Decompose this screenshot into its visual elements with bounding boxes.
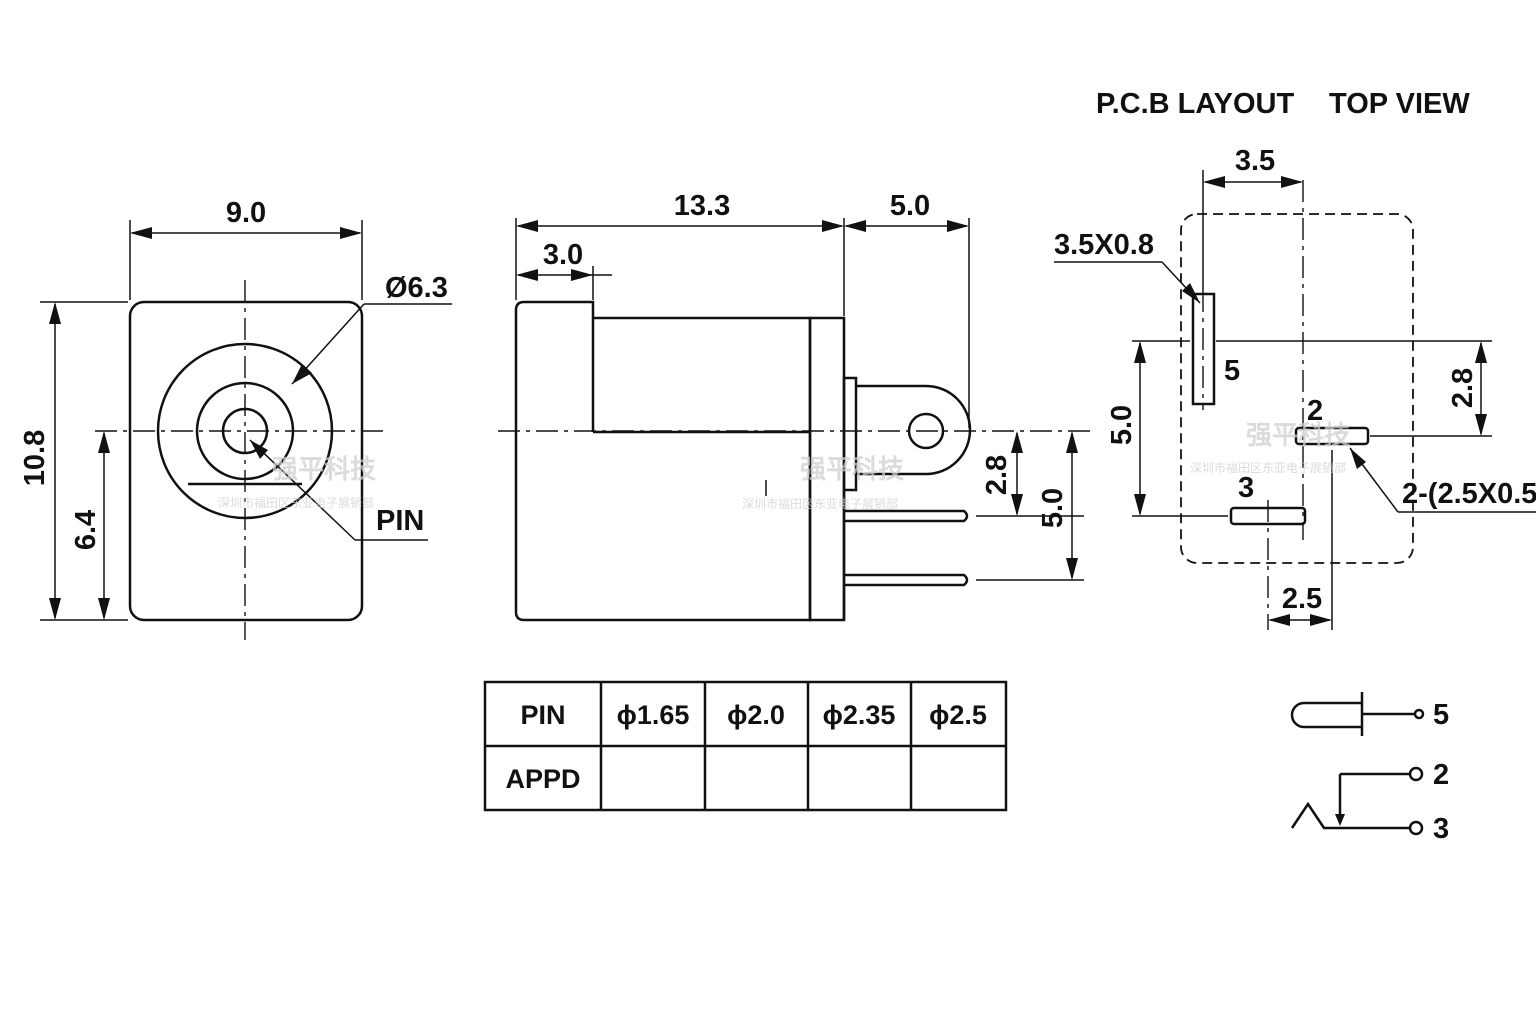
side-pin-lower [844, 573, 969, 587]
svg-text:深圳市福田区东亚电子展销部: 深圳市福田区东亚电子展销部 [218, 495, 374, 510]
pad-size-other-label: 2-(2.5X0.5) [1402, 478, 1536, 510]
schematic-pin2-label: 2 [1433, 759, 1449, 791]
plug-symbol [1290, 701, 1362, 729]
svg-text:深圳市福田区东亚电子展销部: 深圳市福田区东亚电子展销部 [742, 496, 898, 511]
pad-2 [1294, 426, 1370, 446]
diameter-dim-label: Ø6.3 [385, 272, 448, 304]
width-dim-label: 9.0 [226, 197, 266, 229]
table-header-col4: ϕ2.5 [929, 700, 987, 730]
table-header-pin: PIN [520, 700, 565, 730]
svg-text:深圳市福田区东亚电子展销部: 深圳市福田区东亚电子展销部 [1190, 460, 1346, 475]
pcb-title: P.C.B LAYOUT [1096, 88, 1294, 120]
pad-3-label: 3 [1238, 472, 1254, 504]
center-height-dim-label: 6.4 [70, 510, 102, 550]
mounting-tab [856, 384, 972, 476]
pad-5-label: 5 [1224, 355, 1240, 387]
right-dim-label: 2.8 [1447, 368, 1479, 408]
svg-text:强平科技: 强平科技 [1246, 421, 1350, 451]
length-dim-label: 13.3 [674, 190, 730, 222]
side-front-collar [514, 300, 812, 622]
schematic-pin3-label: 3 [1433, 813, 1449, 845]
table-row-label: APPD [505, 764, 580, 794]
watermark: 强平科技 深圳市福田区东亚电子展销部 强平科技 深圳市福田区东亚电子展销部 强平… [218, 421, 1350, 511]
tab-dim-label: 5.0 [890, 190, 930, 222]
bottom-dim-label: 2.5 [1282, 583, 1322, 615]
side-pin-upper [844, 509, 969, 523]
front-view: 9.0 10.8 6.4 Ø6.3 PIN [19, 197, 452, 640]
left-dim-label: 5.0 [1106, 405, 1138, 445]
schematic-symbol: 5 2 3 [1290, 692, 1449, 845]
side-step [842, 376, 858, 492]
height-dim-label: 10.8 [19, 430, 51, 486]
top-dim-label: 3.5 [1235, 145, 1275, 177]
front-dim-label: 3.0 [543, 239, 583, 271]
side-view: 13.3 5.0 3.0 2.8 5.0 [498, 190, 1090, 622]
schematic-pin5-label: 5 [1433, 699, 1449, 731]
pin-label: PIN [376, 505, 424, 537]
table-header-col2: ϕ2.0 [727, 700, 785, 730]
pcb-subtitle: TOP VIEW [1329, 88, 1470, 120]
svg-text:强平科技: 强平科技 [272, 455, 376, 485]
pin-spacing-dim-label: 2.8 [981, 455, 1013, 495]
svg-text:强平科技: 强平科技 [800, 455, 904, 485]
pad5-size-label: 3.5X0.8 [1054, 229, 1154, 261]
pad-2-label: 2 [1307, 395, 1323, 427]
pcb-outline [1180, 213, 1414, 564]
pin-table: PIN ϕ1.65 ϕ2.0 ϕ2.35 ϕ2.5 APPD [483, 680, 1008, 812]
table-header-col3: ϕ2.35 [823, 700, 896, 730]
pcb-layout: P.C.B LAYOUT TOP VIEW 5 2 3 3.5 3.5X0.8 [1054, 88, 1536, 630]
pin-total-dim-label: 5.0 [1037, 488, 1069, 528]
table-header-col1: ϕ1.65 [617, 700, 690, 730]
front-body-outline [128, 300, 364, 622]
